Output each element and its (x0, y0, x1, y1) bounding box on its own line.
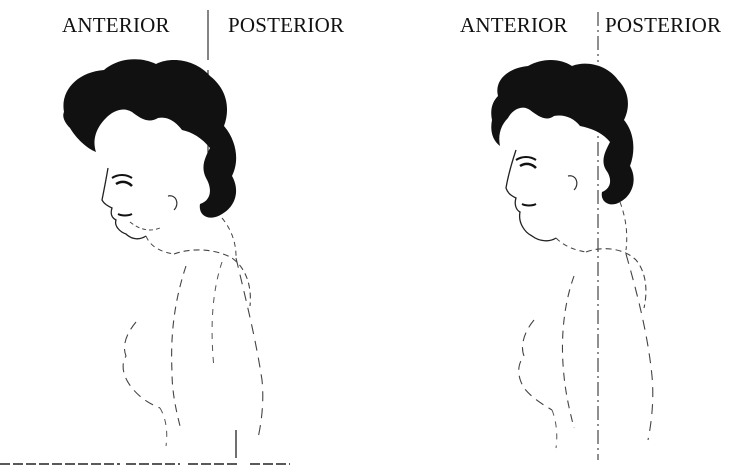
eyebrow (516, 157, 536, 160)
hair (63, 59, 236, 217)
ear (168, 196, 177, 210)
mouth (118, 214, 132, 216)
back-line (626, 254, 653, 440)
face-profile (102, 168, 146, 239)
eye (520, 164, 536, 168)
chest-outline (123, 322, 160, 408)
posture-figure-left: ANTERIOR POSTERIOR (0, 0, 374, 469)
shoulder-outline (586, 249, 646, 308)
nape-line (222, 218, 236, 256)
upper-arm-front (172, 266, 186, 426)
throat-line (556, 238, 586, 252)
posture-illustration-right (374, 0, 748, 469)
eye (116, 182, 132, 186)
posture-figure-right: ANTERIOR POSTERIOR (374, 0, 748, 469)
torso-front (160, 408, 167, 446)
nape-line (620, 202, 627, 250)
ear (568, 176, 577, 190)
shoulder-outline (174, 250, 250, 306)
eyebrow (112, 175, 132, 178)
torso-front (552, 410, 557, 448)
posture-illustration-left (0, 0, 374, 469)
jaw (130, 222, 160, 230)
hair (491, 60, 633, 204)
chest-outline (519, 320, 552, 410)
upper-arm-back (212, 262, 222, 368)
bottom-edge-line (0, 459, 748, 469)
upper-arm-front (562, 276, 574, 428)
throat-line (146, 236, 174, 254)
mouth (522, 204, 536, 206)
